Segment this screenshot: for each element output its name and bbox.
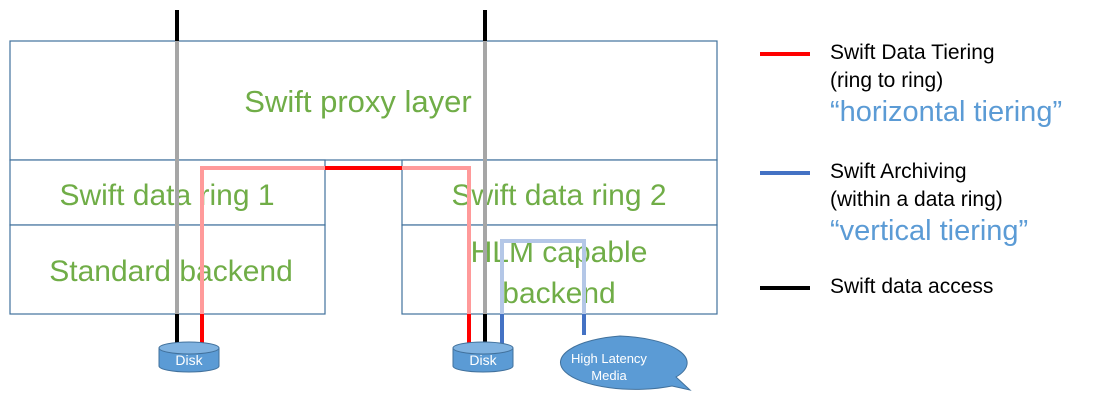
disk-left-label: Disk — [175, 352, 203, 368]
disk-right-label: Disk — [469, 352, 497, 368]
media-label-line1: High Latency — [571, 351, 647, 366]
media-label-line2: Media — [591, 368, 627, 383]
standard-backend-box — [9, 224, 326, 315]
legend-archiving-swatch — [760, 171, 810, 175]
tiering-path-left-faded — [200, 166, 325, 318]
ring2-box — [401, 159, 718, 226]
standard-backend-label: Standard backend — [49, 255, 293, 288]
legend-archiving-quote: “vertical tiering” — [830, 215, 1029, 247]
ring1-label: Swift data ring 1 — [59, 179, 274, 212]
ring1-box — [9, 159, 326, 226]
high-latency-media: High Latency Media — [559, 335, 692, 391]
disk-left: Disk — [158, 341, 220, 373]
legend-access-label: Swift data access — [830, 275, 994, 298]
ring2-label: Swift data ring 2 — [451, 179, 666, 212]
proxy-layer-label: Swift proxy layer — [244, 84, 471, 119]
legend-tiering-subtitle: (ring to ring) — [830, 69, 944, 92]
proxy-layer-box — [9, 40, 718, 161]
legend-tiering-quote: “horizontal tiering” — [830, 96, 1063, 128]
legend-tiering-title: Swift Data Tiering — [830, 41, 995, 64]
legend-archiving-title: Swift Archiving — [830, 160, 967, 183]
archiving-path-faded — [500, 239, 586, 318]
legend-access-swatch — [760, 286, 810, 290]
hlm-backend-label-line2: backend — [502, 277, 615, 310]
tiering-path-right-faded — [402, 166, 471, 318]
layer-boxes — [9, 40, 718, 315]
disk-right: Disk — [452, 341, 514, 373]
legend-archiving-subtitle: (within a data ring) — [830, 188, 1003, 211]
legend-tiering-swatch — [760, 52, 810, 56]
